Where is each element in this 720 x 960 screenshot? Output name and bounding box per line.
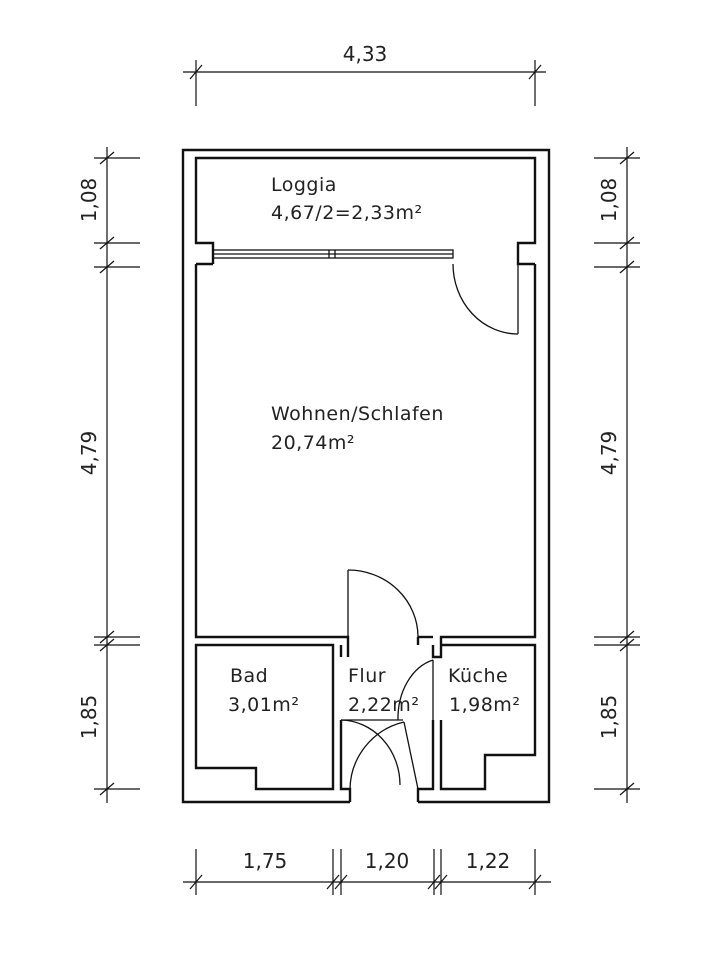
dimension-top-total: 4,33 [343,42,388,66]
bathroom-wall [194,643,335,791]
dimension-right-loggia: 1,08 [597,178,621,223]
kitchen-wall [439,643,537,791]
room-area-bad: 3,01m² [228,694,299,716]
entrance-door [349,721,419,790]
dimension-bottom-flur: 1,20 [365,849,410,873]
outer-wall [181,148,551,804]
room-name-loggia: Loggia [271,174,337,196]
left-dimension: 1,08 4,79 1,85 [77,147,140,803]
living-room-wall-right [431,264,537,659]
dimension-left-loggia: 1,08 [77,178,101,223]
room-area-wohnen: 20,74m² [271,432,355,454]
dimension-left-lower: 1,85 [77,695,101,740]
loggia-door [452,263,519,335]
bottom-dimension: 1,75 1,20 1,22 [183,849,551,895]
room-area-loggia: 4,67/2=2,33m² [271,202,423,224]
dimension-bottom-kueche: 1,22 [466,849,511,873]
right-dimension: 1,08 4,79 1,85 [594,147,640,803]
walls [181,148,551,804]
top-dimension: 4,33 [183,42,546,106]
room-name-wohnen: Wohnen/Schlafen [271,403,444,425]
dimension-bottom-bad: 1,75 [243,849,288,873]
flur-left-wall [339,720,352,802]
room-area-kueche: 1,98m² [449,694,520,716]
room-name-kueche: Küche [448,665,508,687]
room-name-flur: Flur [348,665,386,687]
bathroom-door [340,719,403,786]
room-name-bad: Bad [230,665,268,687]
dimension-right-lower: 1,85 [597,695,621,740]
flur-right-wall [416,720,435,802]
loggia-wall [194,156,537,266]
room-area-flur: 2,22m² [348,694,419,716]
loggia-window [212,249,454,259]
living-room-wall [194,264,350,657]
dimension-left-wohnen: 4,79 [77,431,101,476]
kitchen-door [397,659,434,721]
dimension-right-wohnen: 4,79 [597,431,621,476]
living-room-door [347,569,419,638]
